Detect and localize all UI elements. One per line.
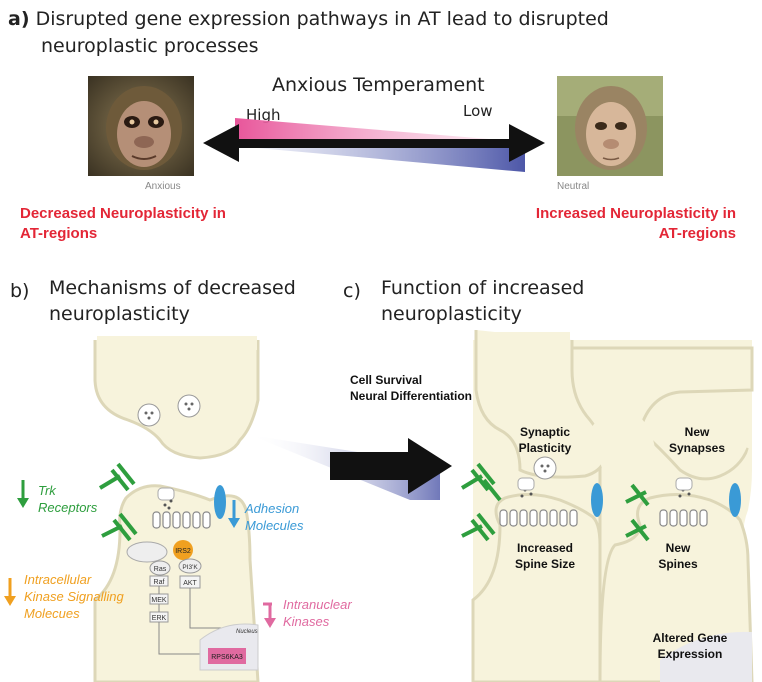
new-synapses-text: New Synapses bbox=[652, 424, 742, 456]
intranuclear-line2: Kinases bbox=[283, 614, 330, 629]
neural-differentiation-line: Neural Differentiation bbox=[350, 389, 473, 403]
new-spines-line2: Spines bbox=[658, 557, 698, 571]
trk-down-arrow bbox=[17, 480, 29, 508]
diagram-canvas: IRS2 Ras PI3'K Raf AKT MEK ERK Nucleus R… bbox=[4, 330, 754, 682]
panel-b-title-line2: neuroplasticity bbox=[49, 303, 190, 325]
synaptic-receptors-b bbox=[152, 511, 211, 529]
raf-label: Raf bbox=[154, 579, 165, 586]
anxious-caption: Anxious bbox=[145, 181, 181, 192]
altered-line2: Expression bbox=[657, 647, 723, 661]
adhesion-molecule bbox=[591, 483, 603, 517]
nucleus-label: Nucleus bbox=[236, 629, 258, 635]
arrow-title: Anxious Temperament bbox=[272, 74, 485, 96]
panel-b-letter: b) bbox=[10, 280, 30, 302]
presynaptic-branch bbox=[572, 346, 754, 481]
panel-c-title-line2: neuroplasticity bbox=[381, 303, 522, 325]
panel-a-title: a) Disrupted gene expression pathways in… bbox=[8, 6, 748, 32]
rps6ka3-node bbox=[208, 648, 246, 664]
irs2-node bbox=[173, 540, 193, 560]
decreased-neuroplasticity-text: Decreased Neuroplasticity in AT-regions bbox=[20, 204, 226, 244]
intranuclear-line1: Intranuclear bbox=[283, 597, 352, 612]
release-site bbox=[157, 487, 175, 501]
increased-spine-size-text: Increased Spine Size bbox=[500, 540, 590, 572]
intranuclear-down-arrow bbox=[263, 602, 276, 628]
neutral-caption: Neutral bbox=[557, 181, 590, 192]
kinase-down-arrow bbox=[4, 578, 16, 606]
anxious-monkey-photo bbox=[88, 76, 194, 181]
altered-gene-expression-text: Altered Gene Expression bbox=[640, 630, 740, 662]
low-label: Low bbox=[463, 102, 493, 120]
rps6ka3-label: RPS6KA3 bbox=[211, 654, 243, 661]
vesicle bbox=[137, 403, 161, 427]
kinase-signalling-label: Intracellular Kinase Signalling Molecues bbox=[24, 571, 124, 622]
high-wedge bbox=[235, 118, 525, 142]
presynaptic-terminal-b bbox=[93, 340, 260, 460]
synaptic-receptors-c-right bbox=[659, 509, 708, 527]
nucleus-c bbox=[660, 631, 752, 682]
trk-line2: Receptors bbox=[38, 500, 98, 515]
panel-b-title: Mechanisms of decreased neuroplasticity bbox=[49, 275, 329, 327]
new-spines-text: New Spines bbox=[648, 540, 708, 572]
adhesion-down-arrow bbox=[228, 500, 240, 528]
adhesion-line1: Adhesion bbox=[245, 501, 300, 516]
decreased-line1: Decreased Neuroplasticity in bbox=[20, 205, 226, 222]
cell-survival-text: Cell Survival Neural Differentiation bbox=[350, 372, 472, 404]
intranuclear-kinases-label: Intranuclear Kinases bbox=[283, 596, 352, 630]
cell-survival-line: Cell Survival bbox=[350, 373, 423, 387]
adhesion-molecules-label: Adhesion Molecules bbox=[245, 500, 304, 534]
mek-label: MEK bbox=[151, 597, 167, 604]
panel-b-title-line1: Mechanisms of decreased bbox=[49, 277, 296, 299]
new-synapses-line2: Synapses bbox=[668, 441, 726, 455]
trk-receptors-label: Trk Receptors bbox=[38, 482, 97, 516]
panel-c-title-line1: Function of increased bbox=[381, 277, 585, 299]
trk-receptor bbox=[98, 462, 136, 492]
vesicle bbox=[177, 394, 201, 418]
pi3k-node bbox=[178, 558, 202, 574]
spine-line2: Spine Size bbox=[514, 557, 576, 571]
high-label: High bbox=[246, 106, 281, 124]
low-wedge bbox=[235, 146, 525, 172]
panel-a-title-line2: neuroplastic processes bbox=[41, 35, 259, 57]
increased-line1: Increased Neuroplasticity in bbox=[535, 205, 736, 222]
trk-line1: Trk bbox=[38, 483, 56, 498]
spine-line1: Increased bbox=[516, 541, 574, 555]
irs2-label: IRS2 bbox=[175, 548, 191, 555]
synaptic-line1: Synaptic bbox=[519, 425, 570, 439]
receptor-complex bbox=[126, 541, 168, 563]
panel-c-title: Function of increased neuroplasticity bbox=[381, 275, 681, 327]
kinase-line2: Kinase Signalling bbox=[24, 589, 124, 604]
new-spines-line1: New bbox=[665, 541, 691, 555]
adhesion-line2: Molecules bbox=[245, 518, 304, 533]
presynaptic-bouton-left bbox=[474, 330, 607, 479]
vesicle bbox=[533, 456, 557, 480]
temperament-arrow bbox=[203, 118, 545, 172]
transition-arrow bbox=[330, 438, 452, 494]
trk-receptor bbox=[460, 462, 650, 542]
increased-line2: AT-regions bbox=[658, 225, 736, 242]
adhesion-molecule bbox=[729, 483, 741, 517]
dendrite-spine-left bbox=[471, 493, 602, 682]
panel-a-letter: a) bbox=[8, 8, 30, 30]
dendrite-spine-right bbox=[598, 493, 754, 682]
adhesion-molecule bbox=[214, 485, 226, 519]
kinase-line3: Molecues bbox=[24, 606, 80, 621]
synaptic-receptors-c-left bbox=[499, 509, 578, 527]
increased-neuroplasticity-text: Increased Neuroplasticity in AT-regions bbox=[494, 204, 736, 244]
ras-node bbox=[149, 560, 171, 576]
trk-receptor bbox=[101, 512, 138, 542]
decreased-line2: AT-regions bbox=[20, 225, 98, 242]
akt-label: AKT bbox=[183, 580, 197, 587]
ras-label: Ras bbox=[154, 566, 167, 573]
kinase-line1: Intracellular bbox=[24, 572, 92, 587]
panel-c-letter: c) bbox=[343, 280, 361, 302]
pi3k-label: PI3'K bbox=[182, 564, 198, 571]
erk-label: ERK bbox=[152, 615, 167, 622]
neutral-monkey-photo bbox=[557, 76, 663, 181]
panel-a-title-line1: Disrupted gene expression pathways in AT… bbox=[35, 8, 609, 30]
synaptic-line2: Plasticity bbox=[518, 441, 572, 455]
new-synapses-line1: New bbox=[684, 425, 710, 439]
synaptic-plasticity-text: Synaptic Plasticity bbox=[500, 424, 590, 456]
altered-line1: Altered Gene bbox=[652, 631, 728, 645]
